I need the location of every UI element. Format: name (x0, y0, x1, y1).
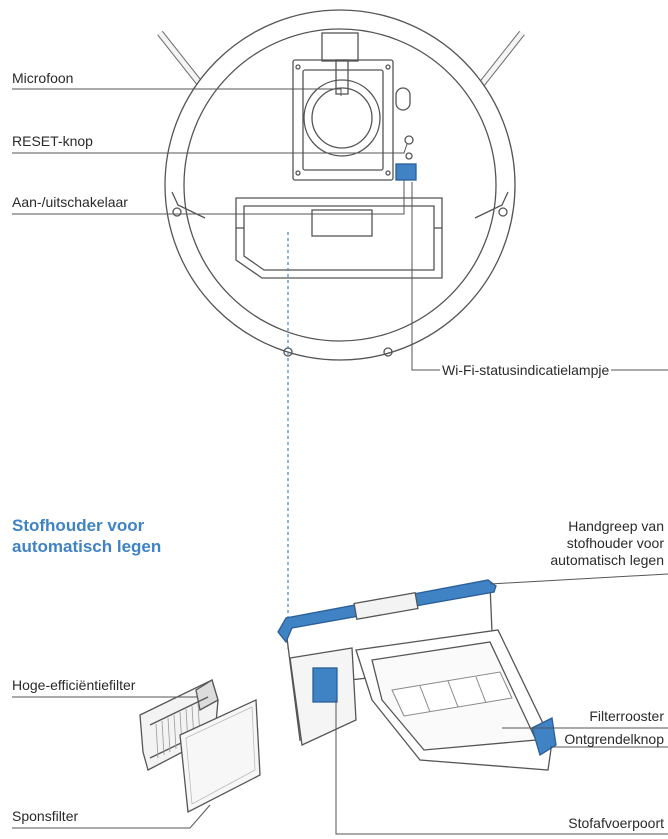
label-microfoon: Microfoon (12, 70, 73, 87)
label-release-button: Ontgrendelknop (564, 731, 664, 748)
label-reset-button: RESET-knop (12, 133, 93, 150)
section-title-line-2: automatisch legen (12, 536, 161, 557)
dustbin-assembly (140, 580, 556, 812)
label-wifi-indicator: Wi-Fi-statusindicatielampje (440, 362, 611, 379)
dust-outlet-port (313, 668, 337, 702)
robot-vacuum-bottom-view (160, 10, 522, 360)
label-handle-line-1: Handgreep van (550, 518, 664, 535)
label-power-switch: Aan-/uitschakelaar (12, 194, 128, 211)
robot-body (165, 10, 515, 360)
label-sponge-filter: Sponsfilter (12, 808, 78, 825)
label-dust-outlet: Stofafvoerpoort (568, 815, 664, 832)
section-title-line-1: Stofhouder voor (12, 515, 161, 536)
label-filter-grid: Filterrooster (589, 708, 664, 725)
label-handle: Handgreep van stofhouder voor automatisc… (550, 518, 664, 569)
label-hepa-filter: Hoge-efficiëntiefilter (12, 677, 135, 694)
label-handle-line-3: automatisch legen (550, 552, 664, 569)
section-title: Stofhouder voor automatisch legen (12, 515, 161, 557)
label-handle-line-2: stofhouder voor (550, 535, 664, 552)
power-switch (396, 164, 416, 180)
